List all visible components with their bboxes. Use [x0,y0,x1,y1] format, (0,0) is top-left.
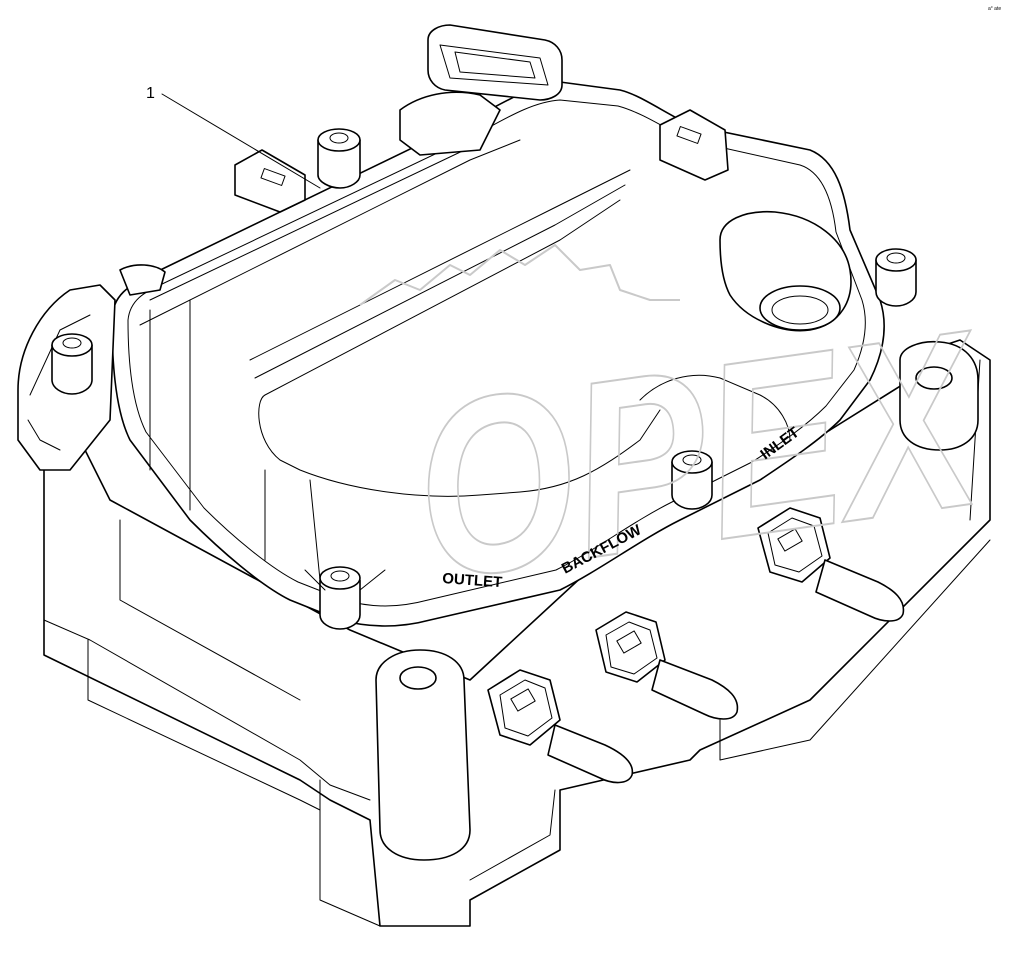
rear-tab-left [234,149,306,213]
screw-front [304,566,386,630]
screw-center [671,450,713,510]
rear-tab-right [659,109,729,181]
lower-housing [43,339,991,927]
screw-rear-left [317,128,361,189]
screw-right [875,248,917,307]
outlet-label: OUTLET [442,570,503,591]
callout-number: 1 [146,85,155,102]
mount-boss-right [899,340,979,451]
screw-left [51,333,93,395]
callout-leader-line [161,93,321,189]
filler-recess [719,210,852,332]
corner-mark: a° ate [988,6,1001,12]
mount-boss-front [375,649,471,861]
port-fitting-inlet [757,507,905,622]
rear-connector [399,24,563,156]
callout-1: 1 [146,85,321,189]
port-fitting-outlet [487,669,634,784]
port-fitting-backflow [595,611,739,720]
